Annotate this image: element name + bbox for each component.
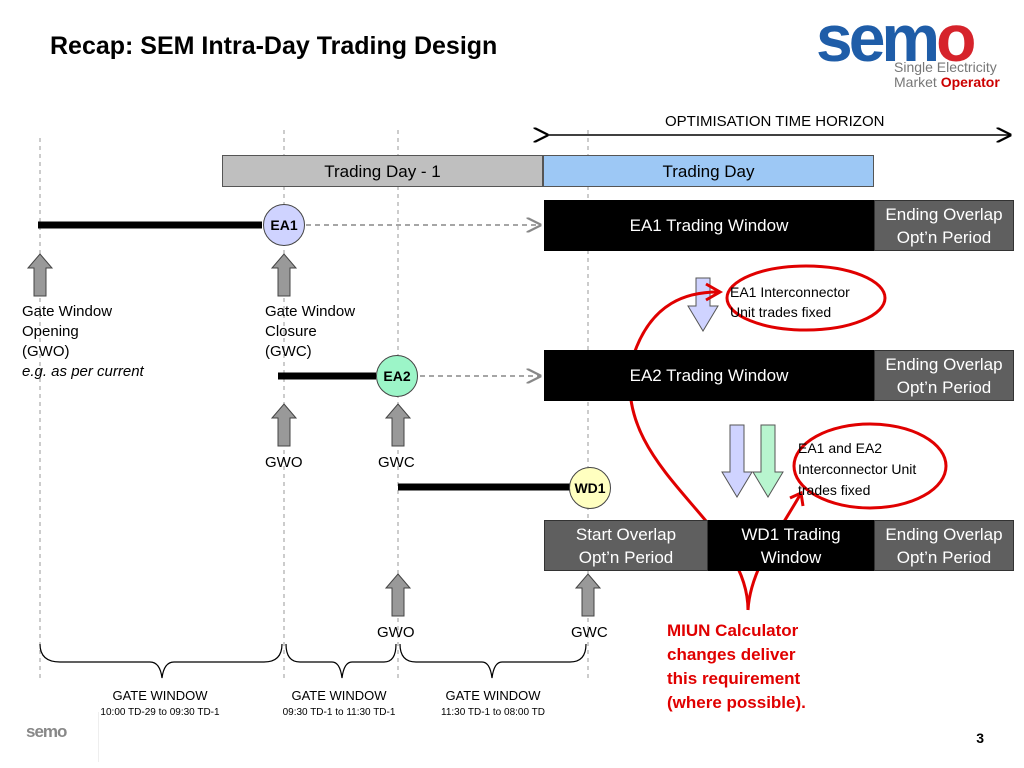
ea1-trading-window: EA1 Trading Window	[544, 200, 874, 251]
gwo-label-wd1: GWO	[377, 624, 415, 641]
trading-day-bar: Trading Day	[543, 155, 874, 187]
gwo-label-ea2: GWO	[265, 454, 303, 471]
gwc-label-ea2: GWC	[378, 454, 415, 471]
ea1-fix-arrow	[687, 277, 719, 332]
page-title: Recap: SEM Intra-Day Trading Design	[50, 32, 498, 60]
horizon-label: OPTIMISATION TIME HORIZON	[665, 113, 885, 130]
small-semo-logo: semo	[8, 712, 99, 762]
ea2-fix-arrow-blue	[721, 424, 753, 498]
highlight-ellipse-1	[725, 264, 887, 332]
gwo-long-label: Gate Window Opening (GWO) e.g. as per cu…	[22, 303, 144, 380]
page-number: 3	[976, 730, 984, 746]
ea2-trading-window: EA2 Trading Window	[544, 350, 874, 401]
ea2-node: EA2	[376, 355, 418, 397]
wd1-node: WD1	[569, 467, 611, 509]
trading-day-minus-1-bar: Trading Day - 1	[222, 155, 543, 187]
up-arrows	[26, 253, 602, 617]
ea1-node: EA1	[263, 204, 305, 246]
gate-braces	[39, 643, 587, 679]
guide-lines	[39, 130, 589, 680]
highlight-ellipse-2	[792, 422, 948, 510]
gwc-label-wd1: GWC	[571, 624, 608, 641]
red-curve-2-head	[789, 490, 805, 507]
gwc-long-label: Gate Window Closure (GWC)	[265, 303, 356, 360]
ea2-fix-arrow-green	[752, 424, 784, 498]
red-curve-1-head	[705, 282, 724, 302]
